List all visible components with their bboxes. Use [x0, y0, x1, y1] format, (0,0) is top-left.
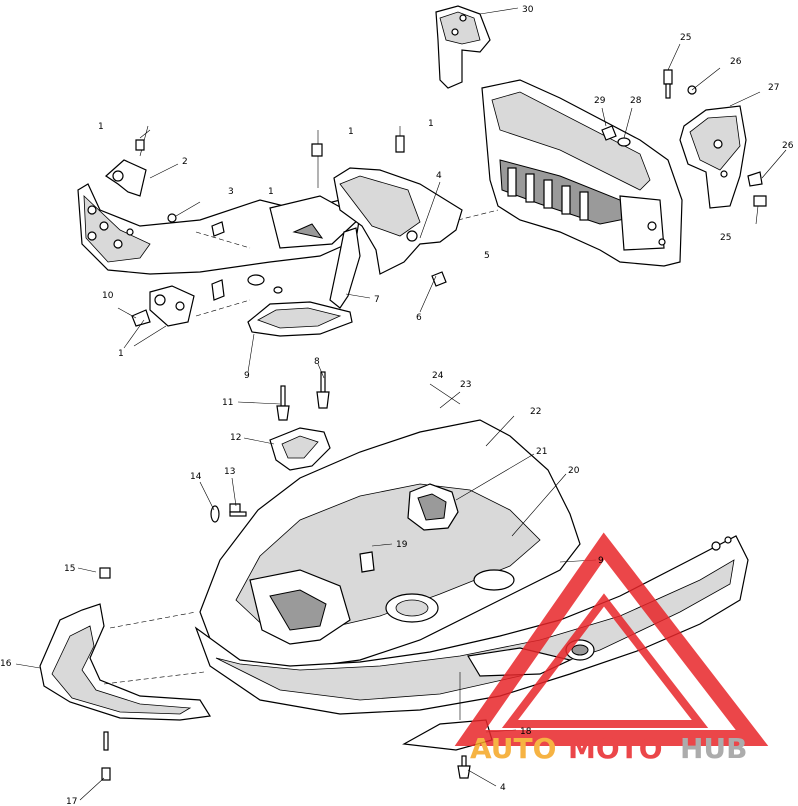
- watermark-text-auto: AUTO: [470, 732, 556, 765]
- callout-5: 5: [484, 251, 490, 261]
- callout-11: 11: [222, 398, 233, 408]
- part-25-26-27-bracket: [601, 43, 787, 225]
- callout-1: 1: [348, 127, 354, 137]
- callout-1: 1: [98, 122, 104, 132]
- part-5-bracket: [333, 126, 463, 287]
- part-7-9-bracket: [247, 227, 361, 337]
- callout-4: 4: [436, 171, 442, 181]
- callout-1: 1: [118, 349, 124, 359]
- callout-24: 24: [432, 371, 444, 381]
- watermark-logo: AUTO MOTO HUB: [454, 532, 769, 765]
- callout-22: 22: [530, 407, 541, 417]
- part-30-bracket: [435, 5, 519, 89]
- callout-13: 13: [224, 467, 235, 477]
- callout-10: 10: [102, 291, 114, 301]
- callout-16: 16: [0, 659, 12, 669]
- front-bumper-16: [39, 567, 212, 781]
- callout-27: 27: [768, 83, 779, 93]
- callout-12: 12: [230, 433, 241, 443]
- callout-labels: 30 25 26 27 29 28 26 25 1 1 1 1 1 2 3 4 …: [0, 5, 794, 806]
- callout-20: 20: [568, 466, 580, 476]
- callout-28: 28: [630, 96, 642, 106]
- callout-2: 2: [182, 157, 188, 167]
- callout-6: 6: [416, 313, 422, 323]
- callout-19: 19: [396, 540, 408, 550]
- callout-14: 14: [190, 472, 202, 482]
- callout-1: 1: [268, 187, 274, 197]
- callout-8: 8: [314, 357, 320, 367]
- callout-1: 1: [428, 119, 434, 129]
- leader-lines: [15, 275, 597, 801]
- watermark-text-hub: HUB: [680, 732, 748, 765]
- callout-21: 21: [536, 447, 547, 457]
- callout-9: 9: [598, 556, 604, 566]
- callout-7: 7: [374, 295, 380, 305]
- callout-25: 25: [720, 233, 731, 243]
- fastener-13-14: [210, 503, 247, 523]
- callout-18: 18: [520, 727, 532, 737]
- callout-29: 29: [594, 96, 606, 106]
- callout-9: 9: [244, 371, 250, 381]
- callout-25: 25: [680, 33, 691, 43]
- callout-4: 4: [500, 783, 506, 793]
- callout-3: 3: [228, 187, 234, 197]
- fastener-8-11: [269, 371, 331, 471]
- watermark-text-moto: MOTO: [568, 732, 663, 765]
- callout-17: 17: [66, 797, 77, 806]
- callout-15: 15: [64, 564, 75, 574]
- callout-23: 23: [460, 380, 471, 390]
- callout-26: 26: [782, 141, 794, 151]
- watermark-triangle: [454, 532, 769, 746]
- callout-30: 30: [522, 5, 534, 15]
- callout-26: 26: [730, 57, 742, 67]
- front-frame-crossmember: [457, 79, 683, 267]
